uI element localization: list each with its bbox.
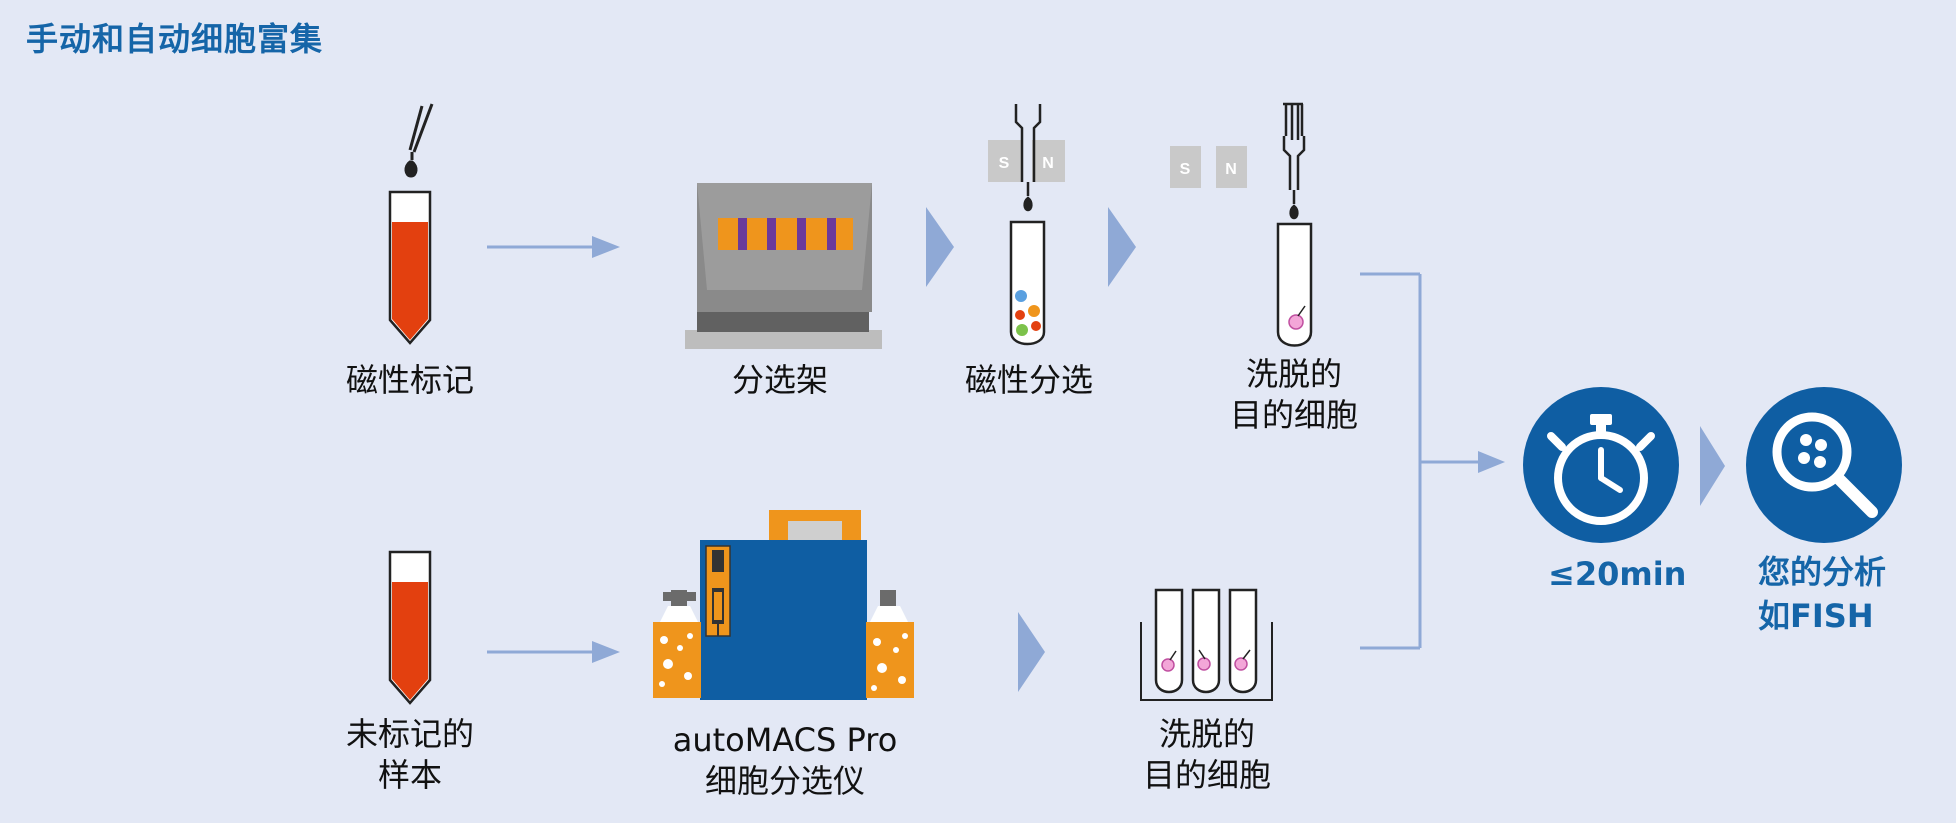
svg-text:N: N bbox=[1042, 155, 1054, 172]
automacs-instrument bbox=[653, 510, 914, 700]
eluted-cells-tube bbox=[1276, 222, 1313, 347]
chevron-arrow bbox=[1108, 207, 1136, 287]
label-unlabeled-sample: 未标记的 样本 bbox=[330, 714, 490, 796]
label-automacs: autoMACS Pro 细胞分选仪 bbox=[660, 720, 910, 802]
flow-arrow-head bbox=[1478, 451, 1505, 473]
magnifier-cells-icon bbox=[1746, 387, 1902, 543]
plunger-icon bbox=[1282, 102, 1306, 220]
label-time: ≤20min bbox=[1548, 555, 1687, 593]
chevron-arrow bbox=[1018, 612, 1045, 692]
label-magnetic-separation: 磁性分选 bbox=[964, 361, 1093, 399]
label-line: 未标记的 bbox=[345, 715, 474, 753]
chevron-arrow bbox=[926, 207, 954, 287]
label-magnetic-labeling: 磁性标记 bbox=[345, 361, 474, 399]
separation-tube bbox=[1009, 220, 1046, 346]
column-icon bbox=[1014, 104, 1042, 212]
separator-rack bbox=[685, 183, 882, 349]
eluted-tubes-rack bbox=[1140, 588, 1273, 701]
diagram-title: 手动和自动细胞富集 bbox=[26, 20, 324, 58]
label-line: 洗脱的 bbox=[1245, 355, 1342, 393]
magnet-icon: S N bbox=[988, 140, 1065, 182]
unlabeled-sample-tube bbox=[388, 550, 432, 705]
stopwatch-icon bbox=[1523, 387, 1679, 543]
label-eluted-cells-2: 洗脱的 目的细胞 bbox=[1127, 714, 1287, 796]
label-line: 洗脱的 bbox=[1158, 715, 1255, 753]
label-line: 如FISH bbox=[1758, 597, 1874, 635]
label-line: autoMACS Pro bbox=[672, 721, 898, 759]
label-line: 细胞分选仪 bbox=[704, 762, 865, 800]
merge-bracket bbox=[1360, 272, 1484, 650]
label-line: 您的分析 bbox=[1758, 553, 1887, 591]
labeled-sample-tube bbox=[388, 190, 432, 345]
label-line: 样本 bbox=[377, 756, 442, 794]
svg-text:S: S bbox=[999, 155, 1010, 172]
chevron-arrow bbox=[1700, 426, 1725, 506]
label-line: 目的细胞 bbox=[1142, 756, 1271, 794]
label-line: 目的细胞 bbox=[1229, 396, 1358, 434]
label-separator-rack: 分选架 bbox=[731, 361, 828, 399]
svg-text:S: S bbox=[1180, 161, 1191, 178]
pipette-icon bbox=[404, 103, 434, 178]
svg-text:N: N bbox=[1225, 161, 1237, 178]
flow-arrow bbox=[487, 641, 620, 663]
label-analysis: 您的分析 如FISH bbox=[1758, 550, 1886, 638]
label-eluted-cells: 洗脱的 目的细胞 bbox=[1214, 354, 1374, 436]
magnet-icon: S N bbox=[1170, 146, 1247, 188]
flow-arrow bbox=[487, 236, 620, 258]
